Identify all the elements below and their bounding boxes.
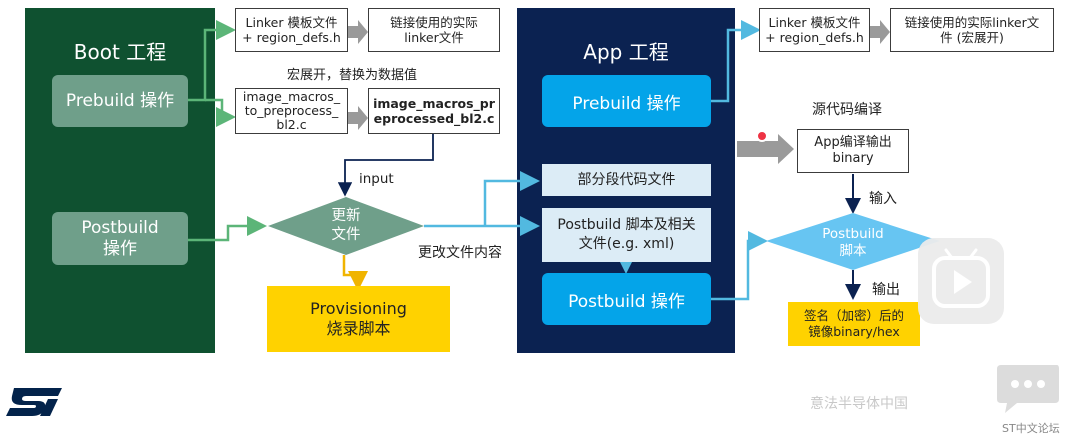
postbuild-script-line2: 脚本 [839,243,867,259]
app-output-line1: App编译输出 [814,135,892,150]
app-project-title: App 工程 [583,40,669,64]
provisioning-box: Provisioning 烧录脚本 [267,286,450,352]
image-macros-source-box: image_macros_ to_preprocess_ bl2.c [235,88,348,134]
partial-code-box: 部分段代码文件 [542,164,711,196]
signed-image-box: 签名（加密）后的 镜像binary/hex [788,302,920,346]
play-icon [932,248,990,308]
st-logo [4,386,68,418]
postbuild-files-line2: 文件(e.g. xml) [578,236,675,252]
postbuild-script-decision-shape [766,213,940,270]
forum-label: ST中文论坛 [1002,422,1060,435]
boot-linker-actual-box: 链接使用的实际 linker文件 [368,8,500,52]
boot-project-title: Boot 工程 [73,40,167,64]
arrow-decision-to-partial [483,171,540,226]
boot-project-panel: Boot 工程 [25,8,215,353]
postbuild-files-line1: Postbuild 脚本及相关 [557,217,696,233]
boot-postbuild-line1: Postbuild [81,217,159,238]
chat-bubble-icon[interactable] [995,363,1061,415]
app-linker-actual-line1: 链接使用的实际linker文 [904,15,1040,30]
input-cn-label: 输入 [869,191,897,207]
pointer-dot [756,130,768,142]
image-macros-src-line3: bl2.c [276,117,307,132]
update-file-decision: 更新 文件 [306,207,386,245]
arrow-prebuild-to-image-macros [205,98,236,127]
arrow-app-postbuild-to-script [711,231,768,301]
watermark-text: 意法半导体中国 [810,396,908,412]
arrow-postbuild-to-decision [188,216,267,242]
macro-expand-note: 宏展开，替换为数据值 [287,68,418,83]
boot-postbuild-line2: 操作 [103,238,137,259]
provisioning-line1: Provisioning [310,299,407,318]
image-macros-out-line1: image_macros_pr [373,96,495,111]
app-output-box: App编译输出 binary [797,129,909,173]
gray-arrow-source-compile [737,134,794,164]
gray-arrow-boot-linker [348,20,368,44]
boot-linker-actual-line2: linker文件 [404,30,464,45]
image-macros-src-line2: to_preprocess_ [244,103,339,118]
app-linker-template-line1: Linker 模板文件 [768,15,861,30]
boot-linker-template-line1: Linker 模板文件 [245,15,338,30]
boot-postbuild-box: Postbuild 操作 [52,212,188,265]
signed-image-line1: 签名（加密）后的 [803,308,904,323]
postbuild-script-line1: Postbuild [822,226,884,242]
app-linker-actual-line2: 件 (宏展开) [940,30,1004,45]
app-prebuild-box: Prebuild 操作 [542,75,711,127]
arrow-macros-to-decision [337,132,434,197]
image-macros-src-line1: image_macros_ [242,89,341,104]
gray-arrow-boot-image-macros [348,106,368,130]
app-postbuild-box: Postbuild 操作 [542,273,711,325]
boot-linker-template-line2: + region_defs.h [242,30,341,45]
image-macros-out-line2: eprocessed_bl2.c [373,111,495,126]
update-decision-line1: 更新 [331,208,361,224]
input-label: input [359,171,394,187]
app-linker-template-box: Linker 模板文件 + region_defs.h [759,8,870,52]
image-macros-output-box: image_macros_pr eprocessed_bl2.c [368,88,500,134]
arrow-decision-to-provisioning [342,255,368,291]
gray-arrow-app-linker [870,20,890,44]
signed-image-line2: 镜像binary/hex [808,324,900,339]
boot-linker-actual-line1: 链接使用的实际 [390,15,478,30]
source-compile-label: 源代码编译 [812,102,882,118]
modify-content-label: 更改文件内容 [418,245,502,261]
arrow-app-prebuild-to-linker [711,20,761,103]
update-decision-line2: 文件 [331,227,361,243]
provisioning-line2: 烧录脚本 [326,319,391,338]
app-linker-actual-box: 链接使用的实际linker文 件 (宏展开) [890,8,1054,52]
app-output-line2: binary [832,151,874,166]
boot-prebuild-box: Prebuild 操作 [52,75,188,127]
postbuild-files-box: Postbuild 脚本及相关 文件(e.g. xml) [542,208,711,262]
video-play-icon[interactable] [918,238,1004,324]
app-linker-template-line2: + region_defs.h [765,30,864,45]
output-cn-label: 输出 [872,282,900,298]
boot-linker-template-box: Linker 模板文件 + region_defs.h [235,8,348,52]
postbuild-script-decision: Postbuild 脚本 [813,226,893,260]
arrow-prebuild-to-linker [188,20,236,102]
update-file-decision-shape [268,197,424,255]
